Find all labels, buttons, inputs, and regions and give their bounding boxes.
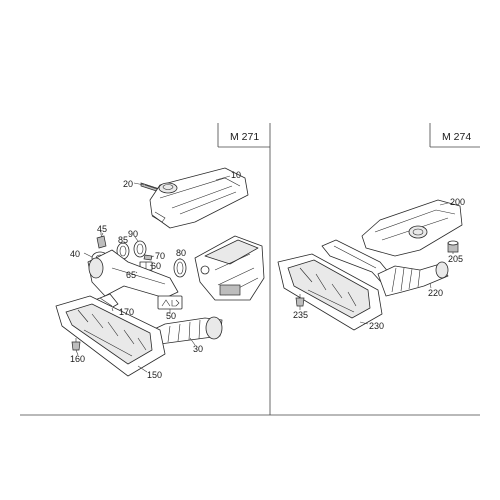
callout-80: 80 — [176, 248, 186, 258]
callout-230: 230 — [369, 321, 384, 331]
callout-160: 160 — [70, 354, 85, 364]
callout-40: 40 — [70, 249, 80, 259]
callout-30: 30 — [193, 344, 203, 354]
callout-150: 150 — [147, 370, 162, 380]
callout-45: 45 — [97, 224, 107, 234]
air-filter-housing[interactable] — [194, 235, 265, 301]
callout-200: 200 — [450, 197, 465, 207]
part-90-clamp[interactable] — [133, 240, 147, 258]
diagram-frame — [20, 123, 480, 416]
part-160-clip[interactable] — [71, 338, 81, 351]
callout-labels: 10 20 30 40 45 50 60 65 70 80 85 90 150 … — [70, 170, 465, 380]
callout-65: 65 — [126, 270, 136, 280]
panel-title-m274: M 274 — [442, 131, 471, 143]
callout-170: 170 — [119, 307, 134, 317]
callout-85: 85 — [118, 235, 128, 245]
callout-220: 220 — [428, 288, 443, 298]
callout-90: 90 — [128, 229, 138, 239]
part-150-undertray[interactable] — [55, 295, 166, 377]
part-200-engine-cover[interactable] — [361, 199, 463, 257]
callout-70: 70 — [155, 251, 165, 261]
part-220-hose[interactable] — [377, 261, 449, 297]
intake-pipe[interactable] — [87, 249, 179, 299]
part-80-seal-ring[interactable] — [173, 258, 187, 278]
part-235-clip[interactable] — [295, 294, 305, 307]
callout-50: 50 — [166, 311, 176, 321]
part-205-cap[interactable] — [447, 240, 459, 253]
label-plate-icon[interactable] — [157, 295, 183, 310]
part-30-air-duct[interactable] — [147, 316, 223, 345]
part-70-screw[interactable] — [143, 254, 153, 261]
part-10-engine-cover[interactable] — [149, 167, 249, 229]
panel-title-m271: M 271 — [230, 131, 259, 143]
leader-lines — [75, 175, 454, 373]
callout-60: 60 — [151, 261, 161, 271]
part-230-undertray[interactable] — [277, 253, 383, 331]
part-45-sensor[interactable] — [96, 231, 107, 249]
callout-235: 235 — [293, 310, 308, 320]
callout-10: 10 — [231, 170, 241, 180]
callout-205: 205 — [448, 254, 463, 264]
callout-20: 20 — [123, 179, 133, 189]
